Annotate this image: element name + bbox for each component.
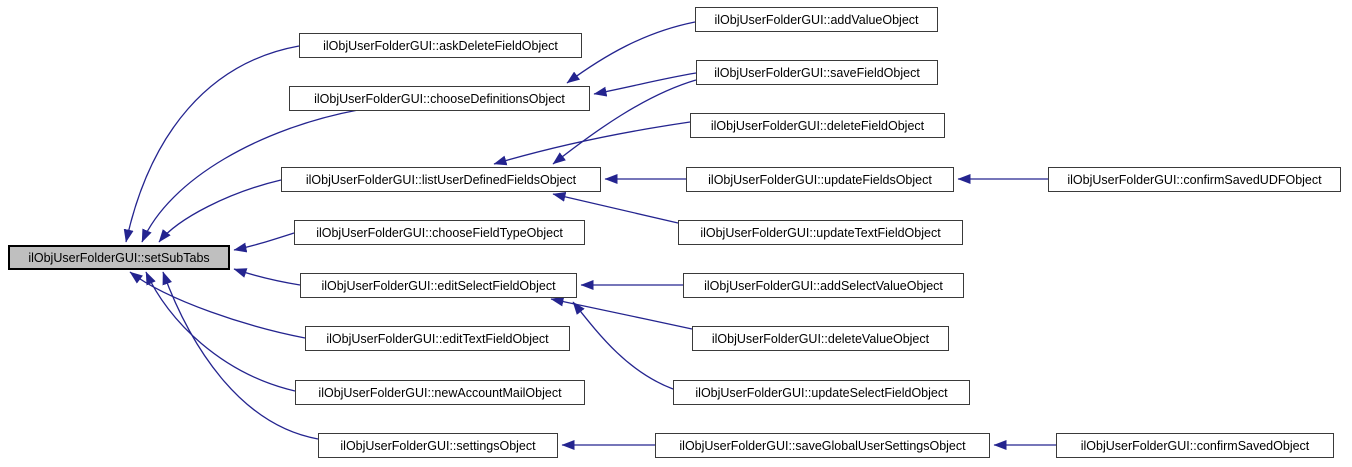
node-editTextFieldObject[interactable]: ilObjUserFolderGUI::editTextFieldObject — [305, 326, 570, 351]
node-updateSelectFieldObject[interactable]: ilObjUserFolderGUI::updateSelectFieldObj… — [673, 380, 970, 405]
edge-deleteValueObject-to-editSelectFieldObject — [550, 296, 693, 330]
node-confirmSavedUDFObject[interactable]: ilObjUserFolderGUI::confirmSavedUDFObjec… — [1048, 167, 1341, 192]
edge-askDeleteFieldObject-to-setSubTabs — [123, 45, 300, 243]
node-confirmSavedObject[interactable]: ilObjUserFolderGUI::confirmSavedObject — [1056, 433, 1334, 458]
edge-deleteFieldObject-to-listUserDefinedFieldsObject — [493, 121, 691, 166]
edge-saveFieldObject-to-listUserDefinedFieldsObject — [552, 79, 697, 165]
edge-updateTextFieldObject-to-listUserDefinedFieldsObject — [552, 191, 679, 224]
edge-editSelectFieldObject-to-setSubTabs — [233, 268, 301, 286]
node-listUserDefinedFieldsObject[interactable]: ilObjUserFolderGUI::listUserDefinedField… — [281, 167, 601, 192]
node-newAccountMailObject[interactable]: ilObjUserFolderGUI::newAccountMailObject — [295, 380, 585, 405]
edge-listUserDefinedFieldsObject-to-setSubTabs — [158, 179, 282, 243]
edge-chooseFieldTypeObject-to-setSubTabs — [233, 232, 295, 253]
edge-addValueObject-to-chooseDefinitionsObject — [566, 21, 696, 84]
edge-saveFieldObject-to-chooseDefinitionsObject — [593, 72, 697, 97]
node-addSelectValueObject[interactable]: ilObjUserFolderGUI::addSelectValueObject — [683, 273, 964, 298]
node-deleteValueObject[interactable]: ilObjUserFolderGUI::deleteValueObject — [692, 326, 949, 351]
node-setSubTabs: ilObjUserFolderGUI::setSubTabs — [8, 245, 230, 270]
node-saveGlobalUserSettingsObject[interactable]: ilObjUserFolderGUI::saveGlobalUserSettin… — [655, 433, 990, 458]
node-settingsObject[interactable]: ilObjUserFolderGUI::settingsObject — [318, 433, 558, 458]
node-saveFieldObject[interactable]: ilObjUserFolderGUI::saveFieldObject — [696, 60, 938, 85]
node-chooseDefinitionsObject[interactable]: ilObjUserFolderGUI::chooseDefinitionsObj… — [289, 86, 590, 111]
edge-newAccountMailObject-to-setSubTabs — [145, 271, 296, 392]
node-updateFieldsObject[interactable]: ilObjUserFolderGUI::updateFieldsObject — [686, 167, 954, 192]
edge-editTextFieldObject-to-setSubTabs — [129, 271, 306, 339]
edge-updateSelectFieldObject-to-editSelectFieldObject — [572, 301, 674, 390]
node-deleteFieldObject[interactable]: ilObjUserFolderGUI::deleteFieldObject — [690, 113, 945, 138]
node-addValueObject[interactable]: ilObjUserFolderGUI::addValueObject — [695, 7, 938, 32]
node-updateTextFieldObject[interactable]: ilObjUserFolderGUI::updateTextFieldObjec… — [678, 220, 963, 245]
node-askDeleteFieldObject[interactable]: ilObjUserFolderGUI::askDeleteFieldObject — [299, 33, 582, 58]
edge-settingsObject-to-setSubTabs — [162, 271, 319, 440]
edge-chooseDefinitionsObject-to-setSubTabs — [141, 109, 359, 243]
node-editSelectFieldObject[interactable]: ilObjUserFolderGUI::editSelectFieldObjec… — [300, 273, 577, 298]
node-chooseFieldTypeObject[interactable]: ilObjUserFolderGUI::chooseFieldTypeObjec… — [294, 220, 585, 245]
